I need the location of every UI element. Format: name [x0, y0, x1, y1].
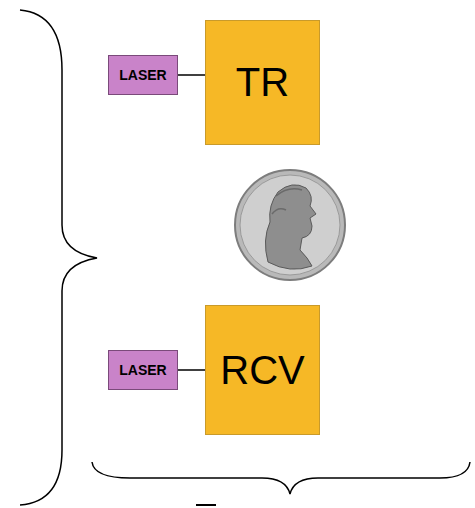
transmitter-box: TR — [205, 20, 320, 145]
left-brace — [20, 10, 97, 505]
box-label: RCV — [220, 348, 304, 393]
box-label: LASER — [119, 67, 166, 83]
connector-line — [178, 74, 205, 76]
laser-box: LASER — [108, 55, 178, 95]
bar-mark — [196, 504, 216, 506]
laser-box: LASER — [108, 350, 178, 390]
quarter-coin — [235, 170, 345, 280]
box-label: LASER — [119, 362, 166, 378]
receiver-box: RCV — [205, 305, 320, 435]
bottom-brace — [92, 462, 470, 494]
box-label: TR — [236, 60, 289, 105]
connector-line — [178, 369, 205, 371]
